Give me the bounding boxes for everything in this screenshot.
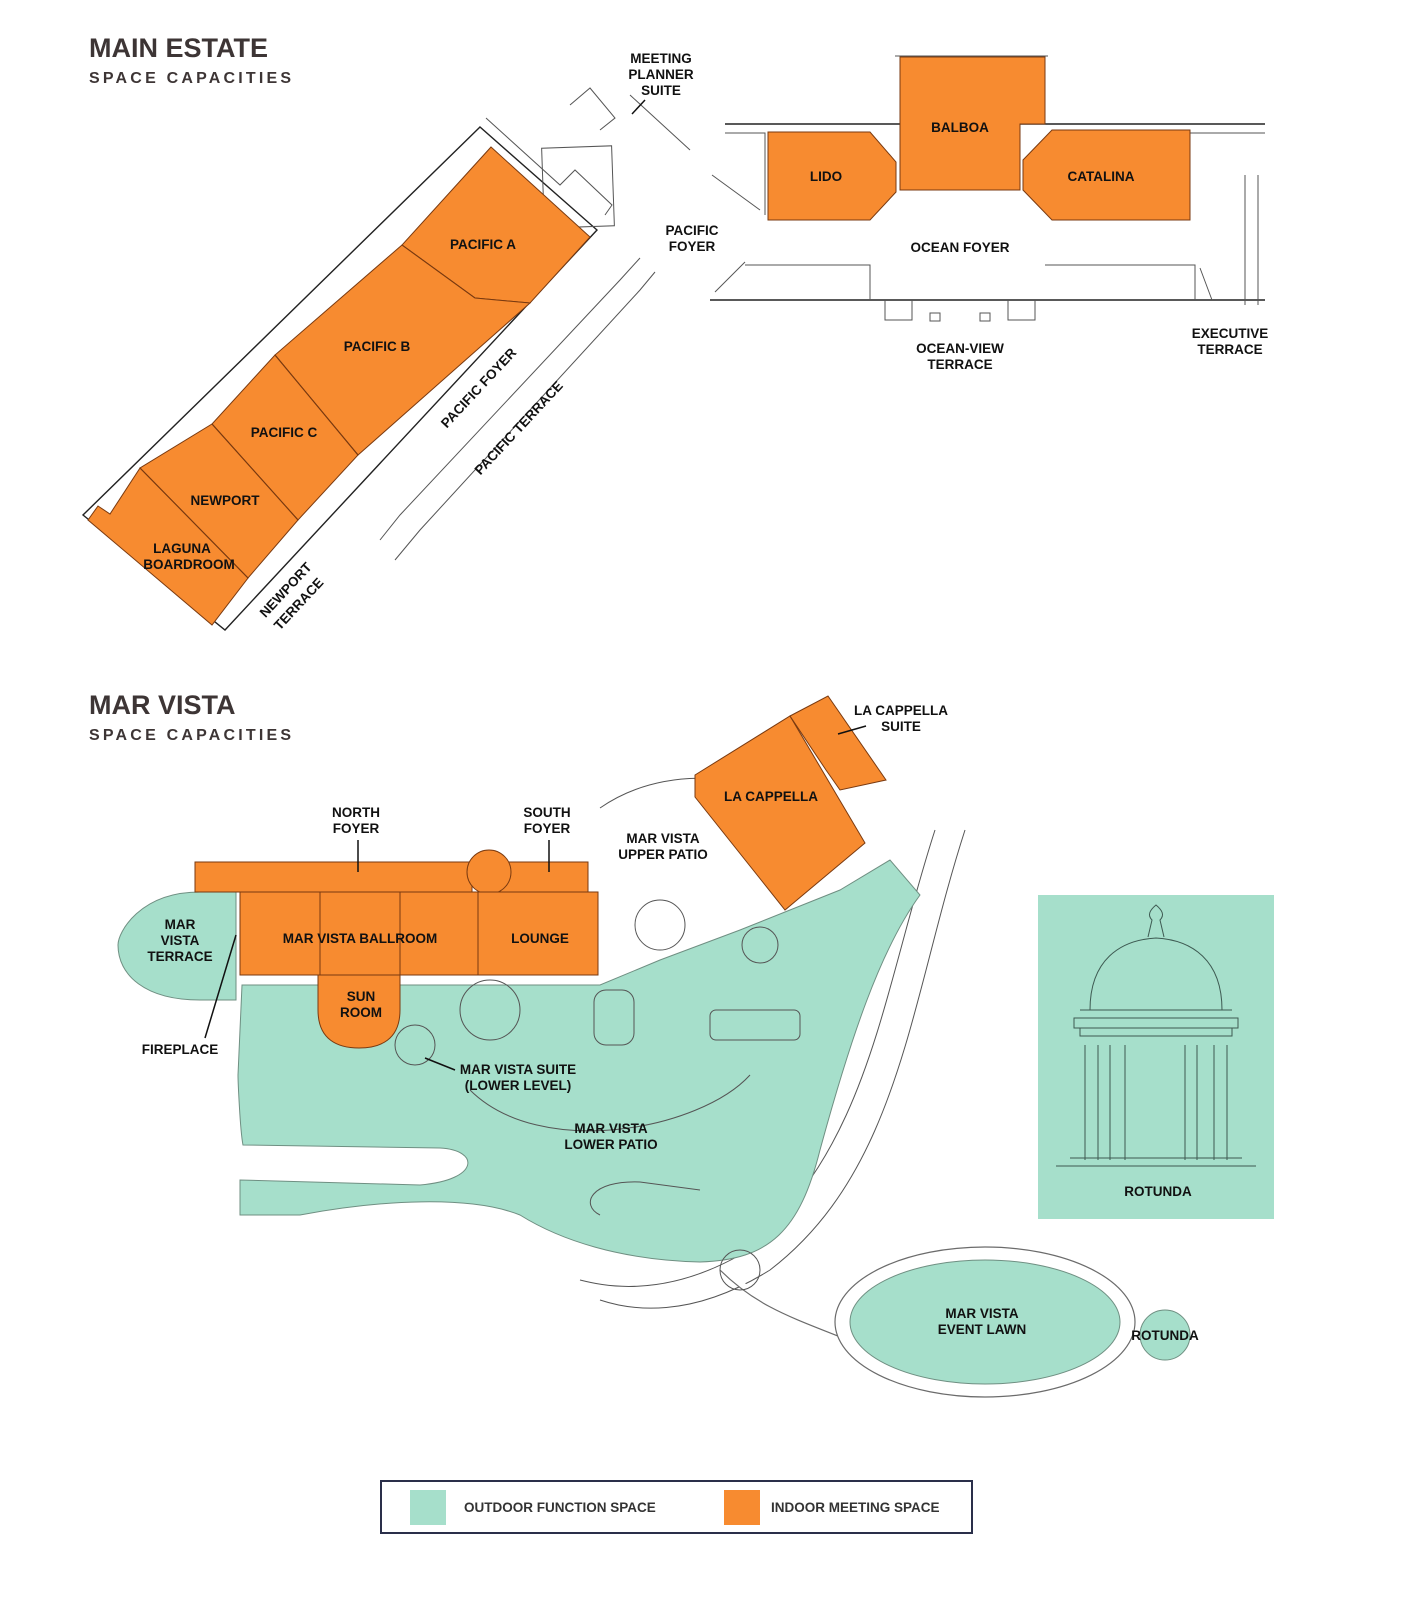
- label-pacific-foyer-top-line1: PACIFIC: [666, 223, 719, 238]
- label-la-cappella-suite-line1: LA CAPPELLA: [854, 703, 948, 718]
- label-suite-line1: MAR VISTA SUITE: [460, 1062, 576, 1077]
- label-upper-patio-line1: MAR VISTA: [626, 831, 699, 846]
- room-la-cappella-suite[interactable]: [789, 695, 887, 791]
- area-mar-vista-event-lawn[interactable]: [849, 1259, 1121, 1385]
- legend-box: [380, 1480, 973, 1534]
- label-rotunda-inset: ROTUNDA: [1124, 1184, 1192, 1199]
- label-meeting-planner-line2: PLANNER: [628, 67, 694, 82]
- label-sun-room-line2: ROOM: [340, 1005, 382, 1020]
- rotunda-inset: ROTUNDA: [1038, 895, 1274, 1219]
- label-la-cappella-suite-line2: SUITE: [881, 719, 921, 734]
- label-lido: LIDO: [810, 169, 842, 184]
- label-sun-room-line1: SUN: [347, 989, 376, 1004]
- label-north-foyer-line1: NORTH: [332, 805, 380, 820]
- la-cappella-suite-leader: [837, 725, 867, 735]
- room-catalina[interactable]: [1022, 129, 1191, 221]
- label-north-foyer-line2: FOYER: [333, 821, 380, 836]
- label-upper-patio-line2: UPPER PATIO: [618, 847, 708, 862]
- legend-indoor-swatch: [724, 1490, 760, 1525]
- main-estate-diagonal-wing-walls: [81, 87, 691, 631]
- mar-vista-indoor-rooms: [194, 695, 887, 1049]
- main-estate-east-rooms: [767, 56, 1191, 221]
- legend-outdoor-swatch: [410, 1490, 446, 1525]
- area-mar-vista-terrace[interactable]: [117, 891, 237, 1001]
- label-lower-patio-line1: MAR VISTA: [574, 1121, 647, 1136]
- room-la-cappella[interactable]: [694, 715, 866, 911]
- room-lounge[interactable]: [477, 891, 599, 976]
- label-newport: NEWPORT: [191, 493, 261, 508]
- label-terrace-line1: MAR: [165, 917, 196, 932]
- label-la-cappella: LA CAPPELLA: [724, 789, 818, 804]
- main-estate-title: MAIN ESTATE: [89, 33, 268, 63]
- label-laguna-line2: BOARDROOM: [143, 557, 235, 572]
- legend-outdoor-label: OUTDOOR FUNCTION SPACE: [464, 1500, 656, 1515]
- room-balboa[interactable]: [899, 56, 1046, 191]
- label-suite-line2: (LOWER LEVEL): [465, 1078, 572, 1093]
- mar-vista-outdoor-areas: [117, 859, 1191, 1398]
- label-lower-patio-line2: LOWER PATIO: [564, 1137, 657, 1152]
- label-catalina: CATALINA: [1068, 169, 1135, 184]
- label-terrace-line2: VISTA: [161, 933, 200, 948]
- label-event-lawn-line1: MAR VISTA: [945, 1306, 1018, 1321]
- label-south-foyer-line1: SOUTH: [523, 805, 570, 820]
- label-pacific-a: PACIFIC A: [450, 237, 516, 252]
- label-fireplace: FIREPLACE: [142, 1042, 219, 1057]
- label-lounge: LOUNGE: [511, 931, 569, 946]
- label-meeting-planner-line1: MEETING: [630, 51, 692, 66]
- area-south-foyer[interactable]: [499, 861, 589, 893]
- label-meeting-planner-line3: SUITE: [641, 83, 681, 98]
- fireplace-leader: [204, 934, 237, 1039]
- label-executive-line2: TERRACE: [1197, 342, 1262, 357]
- label-event-lawn-line2: EVENT LAWN: [938, 1322, 1027, 1337]
- area-rotunda-foyer[interactable]: [466, 849, 512, 895]
- meeting-planner-leader: [631, 99, 646, 115]
- room-sun-room[interactable]: [317, 974, 401, 1049]
- mar-vista-labels: NORTH FOYER SOUTH FOYER MAR VISTA BALLRO…: [142, 703, 1199, 1343]
- label-ocean-view-line2: TERRACE: [927, 357, 992, 372]
- legend-indoor-label: INDOOR MEETING SPACE: [771, 1500, 940, 1515]
- label-pacific-foyer-top-line2: FOYER: [669, 239, 716, 254]
- label-pacific-c: PACIFIC C: [251, 425, 318, 440]
- mar-vista-title: MAR VISTA: [89, 690, 236, 720]
- area-mar-vista-lower-patio[interactable]: [237, 859, 921, 1263]
- label-ocean-view-line1: OCEAN-VIEW: [916, 341, 1004, 356]
- label-rotunda: ROTUNDA: [1131, 1328, 1199, 1343]
- label-pacific-b: PACIFIC B: [344, 339, 411, 354]
- main-estate-diagonal-rooms: [87, 146, 591, 626]
- label-ballroom: MAR VISTA BALLROOM: [283, 931, 438, 946]
- label-balboa: BALBOA: [931, 120, 989, 135]
- label-south-foyer-line2: FOYER: [524, 821, 571, 836]
- label-executive-line1: EXECUTIVE: [1192, 326, 1269, 341]
- legend: OUTDOOR FUNCTION SPACE INDOOR MEETING SP…: [380, 1480, 973, 1534]
- label-terrace-line3: TERRACE: [147, 949, 212, 964]
- area-north-foyer[interactable]: [194, 861, 473, 893]
- mar-vista-subtitle: SPACE CAPACITIES: [89, 727, 294, 744]
- room-lido[interactable]: [767, 131, 897, 221]
- rotunda-illustration: [1056, 904, 1256, 1167]
- area-rotunda[interactable]: [1139, 1309, 1191, 1361]
- label-ocean-foyer: OCEAN FOYER: [910, 240, 1009, 255]
- main-estate-subtitle: SPACE CAPACITIES: [89, 70, 294, 87]
- suite-leader: [424, 1057, 456, 1071]
- label-pacific-terrace: PACIFIC TERRACE: [472, 378, 566, 477]
- label-laguna-line1: LAGUNA: [153, 541, 211, 556]
